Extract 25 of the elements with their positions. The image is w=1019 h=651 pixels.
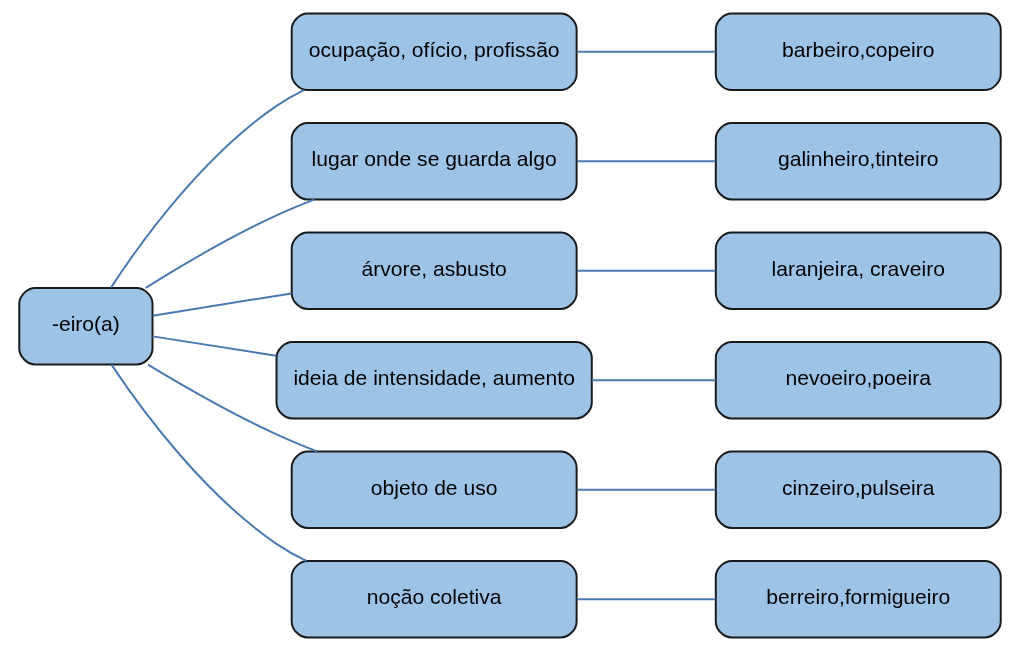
connector <box>575 488 716 491</box>
node-box: -eiro(a) <box>17 286 153 366</box>
node-box: laranjeira, craveiro <box>714 231 1002 310</box>
connector <box>146 363 318 453</box>
connector <box>575 269 716 272</box>
connector <box>109 363 307 562</box>
connector <box>590 379 716 382</box>
node-box: ideia de intensidade, aumento <box>275 341 593 420</box>
connector <box>575 598 716 601</box>
connector <box>575 50 716 53</box>
node-box: ocupação, ofício, profissão <box>290 12 578 91</box>
connector <box>575 160 716 163</box>
connector <box>151 335 277 357</box>
connector <box>109 89 305 289</box>
node-box: barbeiro,copeiro <box>714 12 1002 91</box>
node-box: árvore, asbusto <box>290 231 578 310</box>
node-box: objeto de uso <box>290 450 578 529</box>
node-box: noção coletiva <box>290 560 578 639</box>
connector <box>144 198 315 289</box>
node-box: cinzeiro,pulseira <box>714 450 1002 529</box>
node-box: berreiro,formigueiro <box>714 560 1002 639</box>
node-box: lugar onde se guarda algo <box>290 122 578 201</box>
node-box: nevoeiro,poeira <box>714 341 1002 420</box>
connector <box>151 292 292 317</box>
node-box: galinheiro,tinteiro <box>714 122 1002 201</box>
